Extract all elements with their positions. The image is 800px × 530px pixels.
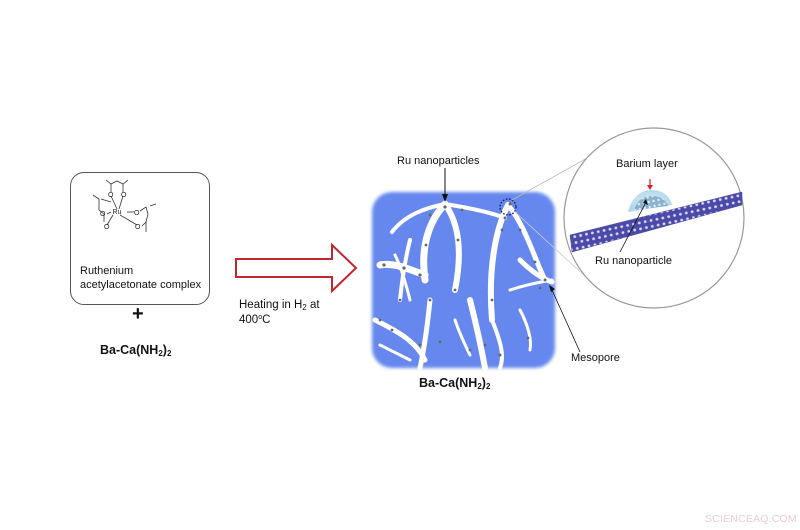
complex-label-line2: acetylacetonate complex xyxy=(80,279,202,291)
barium-layer-marker-icon xyxy=(647,185,653,190)
zoom-highlight-circle xyxy=(499,198,517,216)
ruthenium-acac-structure-icon xyxy=(92,179,157,232)
svg-text:O: O xyxy=(108,192,114,199)
zoom-inset xyxy=(563,127,745,309)
mesopore-pointer-arrow xyxy=(549,285,555,292)
svg-text:O: O xyxy=(104,224,110,231)
barium-layer-label: Barium layer xyxy=(616,158,678,170)
ru-nanoparticle-pointer-arrow xyxy=(643,199,648,205)
svg-text:O: O xyxy=(134,210,140,217)
svg-text:O: O xyxy=(135,224,141,231)
plus-sign: + xyxy=(132,303,144,325)
complex-label-line1: Ruthenium xyxy=(80,265,134,277)
complex-box xyxy=(70,172,210,305)
ru-nanoparticles-label: Ru nanoparticles xyxy=(397,155,480,167)
mesoporous-support-graphic xyxy=(372,192,555,371)
watermark: SCIENCEAQ.COM xyxy=(705,513,797,525)
ru-nanoparticles-pointer-arrow xyxy=(442,194,448,202)
reactant-support-formula: Ba-Ca(NH2)2 xyxy=(100,343,172,358)
ru-nanoparticle-label: Ru nanoparticle xyxy=(595,255,673,267)
barium-lattice-surface xyxy=(569,191,743,253)
ru-atom-label: Ru xyxy=(113,209,122,216)
mesopore-label: Mesopore xyxy=(571,352,620,364)
svg-text:O: O xyxy=(121,192,127,199)
reaction-arrow xyxy=(235,242,358,294)
condition-line2: 400oC xyxy=(239,314,271,326)
ru-nanoparticle-graphic xyxy=(634,196,668,210)
product-support-formula: Ba-Ca(NH2)2 xyxy=(419,376,491,391)
condition-line1: Heating in H2 at xyxy=(239,299,320,312)
svg-text:O: O xyxy=(100,211,106,218)
